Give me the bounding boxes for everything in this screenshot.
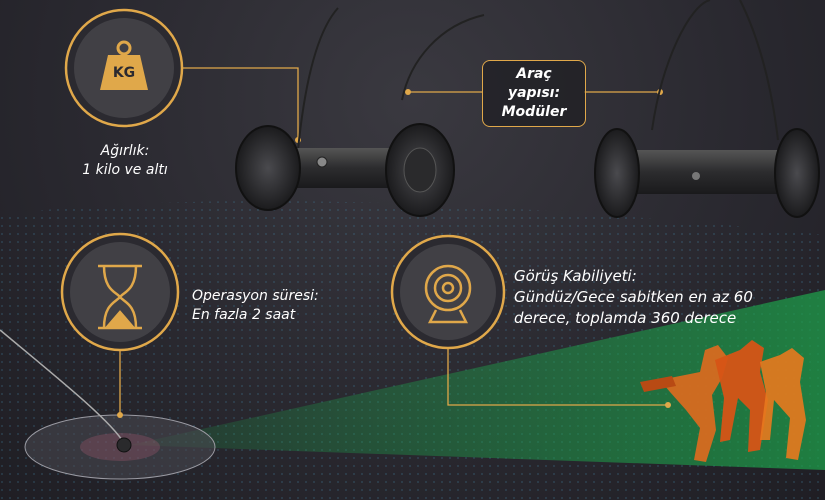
vision-line2: derece, toplamda 360 derece: [514, 309, 737, 327]
operation-title: Operasyon süresi:: [192, 288, 319, 304]
webcam-icon: [424, 264, 472, 324]
throw-trajectory: [0, 329, 125, 444]
weight-label: Ağırlık: 1 kilo ve altı: [60, 142, 190, 180]
thermal-soldiers: [640, 340, 806, 462]
hourglass-icon: [98, 264, 142, 330]
vision-cone: [130, 290, 825, 470]
vision-label: Görüş Kabiliyeti: Gündüz/Gece sabitken e…: [514, 266, 753, 329]
vision-line1: Gündüz/Gece sabitken en az 60: [514, 288, 753, 306]
weight-value: 1 kilo ve altı: [82, 162, 168, 178]
connector-lines: [119, 67, 668, 415]
robot-side-view: [594, 0, 820, 218]
operation-label: Operasyon süresi: En fazla 2 saat: [192, 287, 319, 325]
structure-value: Modüler: [501, 104, 567, 120]
kg-badge-text: KG: [112, 65, 136, 81]
vision-title: Görüş Kabiliyeti:: [514, 267, 637, 285]
weight-title: Ağırlık:: [100, 143, 150, 159]
structure-badge: Araç yapısı: Modüler: [482, 60, 586, 127]
operation-value: En fazla 2 saat: [192, 307, 296, 323]
kg-weight-icon: [100, 40, 148, 90]
robot-front-view: [235, 7, 485, 217]
small-robot: [116, 437, 132, 453]
structure-title: Araç yapısı:: [507, 66, 561, 101]
duration-icon-circle: [60, 232, 180, 352]
